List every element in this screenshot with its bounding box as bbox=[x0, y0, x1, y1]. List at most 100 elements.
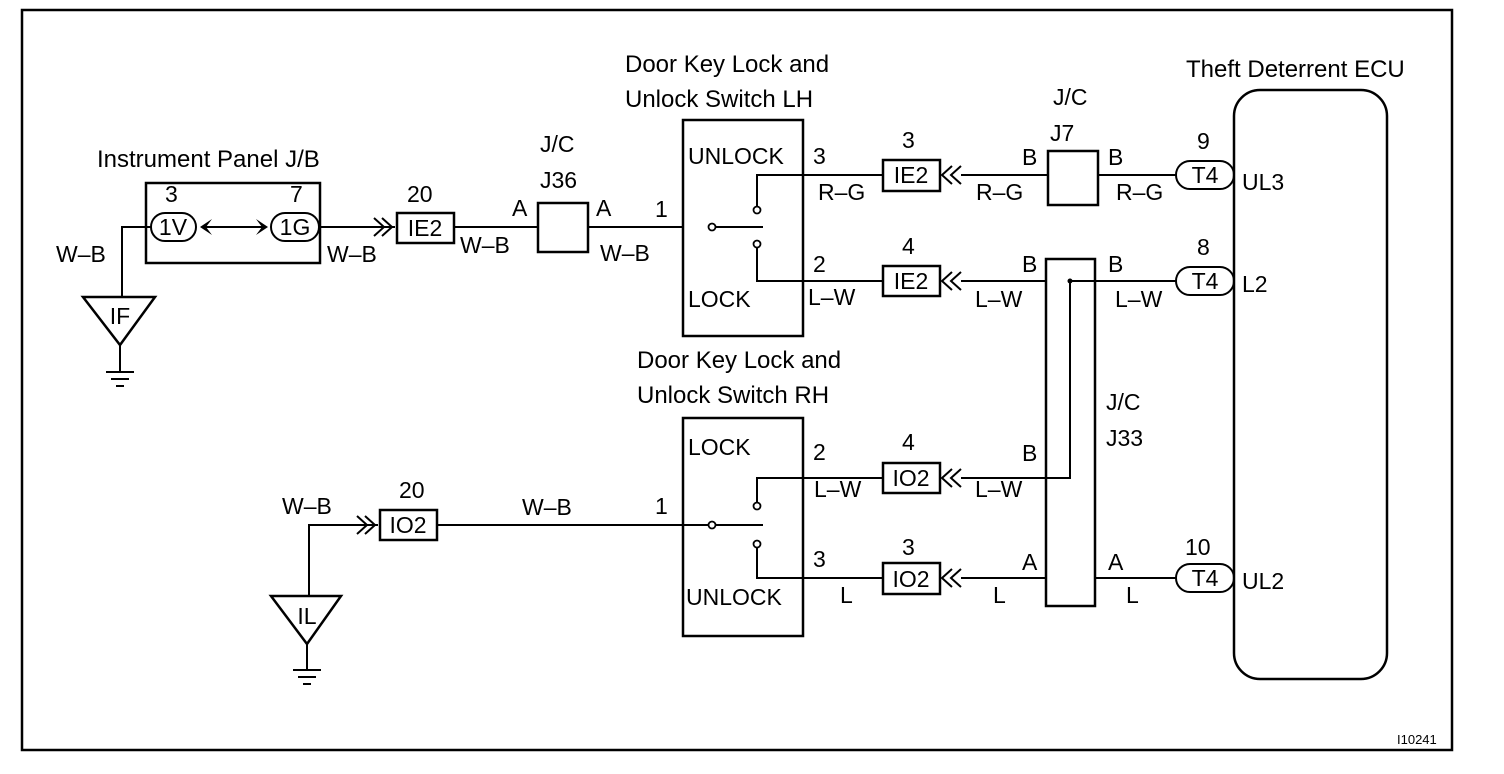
j33-b-lh-in: B bbox=[1022, 251, 1037, 277]
ecu-box bbox=[1232, 88, 1389, 681]
ground-il-triangle bbox=[268, 594, 344, 647]
ie2-c-pin: 4 bbox=[902, 233, 915, 259]
rh-pin-unlock: 3 bbox=[813, 546, 826, 572]
switch-rh-lock: LOCK bbox=[688, 434, 751, 460]
j33-label: J33 bbox=[1106, 425, 1143, 451]
j33-internal-bus bbox=[961, 281, 1071, 479]
io2-b-pin: 4 bbox=[902, 429, 915, 455]
j33-jc-label: J/C bbox=[1106, 389, 1141, 415]
switch-rh-unlock: UNLOCK bbox=[686, 584, 783, 610]
switch-lh-unlock-contact bbox=[752, 205, 762, 215]
connector-1v-label: 1V bbox=[159, 214, 188, 240]
j33-a-out: A bbox=[1108, 549, 1124, 575]
connector-io2-c bbox=[881, 561, 942, 596]
wire-jb-to-if bbox=[121, 226, 151, 297]
junction-j7 bbox=[1046, 149, 1100, 207]
jb-chevron-left bbox=[200, 219, 212, 235]
t4-ul3-pin: 9 bbox=[1197, 128, 1210, 154]
switch-rh-lock-wire bbox=[756, 477, 883, 502]
jb-1v-pin: 3 bbox=[165, 181, 178, 207]
wire-il-to-io2 bbox=[308, 524, 378, 596]
wire-wb-j36-out: W–B bbox=[600, 240, 650, 266]
ground-if-label: IF bbox=[110, 303, 130, 329]
instrument-panel-jb-title: Instrument Panel J/B bbox=[97, 146, 320, 173]
switch-lh-lock: LOCK bbox=[688, 286, 751, 312]
rh-pin-common: 1 bbox=[655, 493, 668, 519]
ground-if-triangle bbox=[80, 295, 158, 348]
connector-io2-a-label: IO2 bbox=[389, 512, 426, 538]
t4-ul2-pin: 10 bbox=[1185, 534, 1211, 560]
wire-rg-j7-in: R–G bbox=[976, 179, 1023, 205]
switch-rh-lock-contact bbox=[752, 501, 762, 511]
switch-lh-title-line1: Door Key Lock and bbox=[625, 51, 829, 78]
t4-l2-pin: 8 bbox=[1197, 234, 1210, 260]
connector-t4-ul3-label: T4 bbox=[1192, 162, 1219, 188]
wire-l-j33: L bbox=[993, 582, 1006, 608]
lh-pin-unlock: 3 bbox=[813, 143, 826, 169]
connector-io2-c-label: IO2 bbox=[892, 566, 929, 592]
wire-lw-j33-lh: L–W bbox=[975, 286, 1023, 312]
junction-j36 bbox=[536, 201, 590, 254]
wire-wb-j36-in: W–B bbox=[460, 232, 510, 258]
wire-lw-ecu-l2: L–W bbox=[1115, 286, 1163, 312]
wire-wb-rh-common: W–B bbox=[522, 494, 572, 520]
io2-a-pin: 20 bbox=[399, 477, 425, 503]
jb-1g-pin: 7 bbox=[290, 181, 303, 207]
switch-rh-title-line1: Door Key Lock and bbox=[637, 347, 841, 374]
switch-rh-common-contact bbox=[707, 520, 717, 530]
rh-pin-lock: 2 bbox=[813, 439, 826, 465]
connector-ie2-a bbox=[395, 211, 456, 245]
j33-b-lh-out: B bbox=[1108, 251, 1123, 277]
wire-l-rh: L bbox=[840, 582, 853, 608]
switch-rh-title-line2: Unlock Switch RH bbox=[637, 382, 829, 409]
ie2-c-chevron bbox=[940, 271, 962, 291]
switch-rh-unlock-contact bbox=[752, 539, 762, 549]
wire-rg-lh: R–G bbox=[818, 179, 865, 205]
ecu-terminal-l2: L2 bbox=[1242, 271, 1268, 297]
j33-a-in: A bbox=[1022, 549, 1038, 575]
lh-pin-common: 1 bbox=[655, 196, 668, 222]
switch-lh-common-contact bbox=[707, 222, 717, 232]
connector-t4-ul2-label: T4 bbox=[1192, 565, 1219, 591]
switch-lh-unlock: UNLOCK bbox=[688, 143, 785, 169]
wire-lw-rh: L–W bbox=[814, 476, 862, 502]
connector-ie2-c bbox=[881, 264, 942, 298]
io2-a-chevron bbox=[356, 515, 377, 535]
switch-lh-lock-wire bbox=[756, 248, 883, 282]
connector-ie2-b bbox=[881, 158, 942, 193]
ecu-terminal-ul2: UL2 bbox=[1242, 568, 1284, 594]
lh-pin-lock: 2 bbox=[813, 251, 826, 277]
switch-lh-unlock-wire bbox=[756, 174, 883, 206]
switch-rh-box bbox=[681, 416, 805, 638]
j33-b-rh: B bbox=[1022, 440, 1037, 466]
j7-label: J7 bbox=[1050, 120, 1074, 146]
wire-rg-j7-out: R–G bbox=[1116, 179, 1163, 205]
wire-lw-j33-rh: L–W bbox=[975, 476, 1023, 502]
wire-lw-lh: L–W bbox=[808, 284, 856, 310]
j36-jc-label: J/C bbox=[540, 131, 575, 157]
figure-id: I10241 bbox=[1397, 732, 1437, 747]
connector-ie2-a-label: IE2 bbox=[408, 215, 443, 241]
switch-rh-unlock-wire bbox=[756, 548, 883, 579]
j7-jc-label: J/C bbox=[1053, 84, 1088, 110]
j36-a-out: A bbox=[596, 195, 612, 221]
wire-wb-ground-il: W–B bbox=[282, 493, 332, 519]
ie2-b-chevron bbox=[940, 165, 962, 185]
connector-io2-a bbox=[378, 508, 439, 542]
connector-t4-l2-label: T4 bbox=[1192, 268, 1219, 294]
io2-b-chevron bbox=[940, 468, 962, 488]
connector-ie2-b-label: IE2 bbox=[894, 162, 929, 188]
connector-io2-b bbox=[881, 461, 942, 495]
connector-io2-b-label: IO2 bbox=[892, 465, 929, 491]
connector-ie2-c-label: IE2 bbox=[894, 268, 929, 294]
ie2-b-pin: 3 bbox=[902, 127, 915, 153]
ie2-a-chevron bbox=[373, 217, 394, 237]
ie2-a-pin: 20 bbox=[407, 181, 433, 207]
ground-il-label: IL bbox=[297, 603, 316, 629]
ecu-title: Theft Deterrent ECU bbox=[1186, 56, 1405, 83]
io2-c-chevron bbox=[940, 568, 962, 588]
jb-chevron-right bbox=[256, 219, 268, 235]
j7-b-in: B bbox=[1022, 144, 1037, 170]
wire-wb-jb-out: W–B bbox=[327, 241, 377, 267]
